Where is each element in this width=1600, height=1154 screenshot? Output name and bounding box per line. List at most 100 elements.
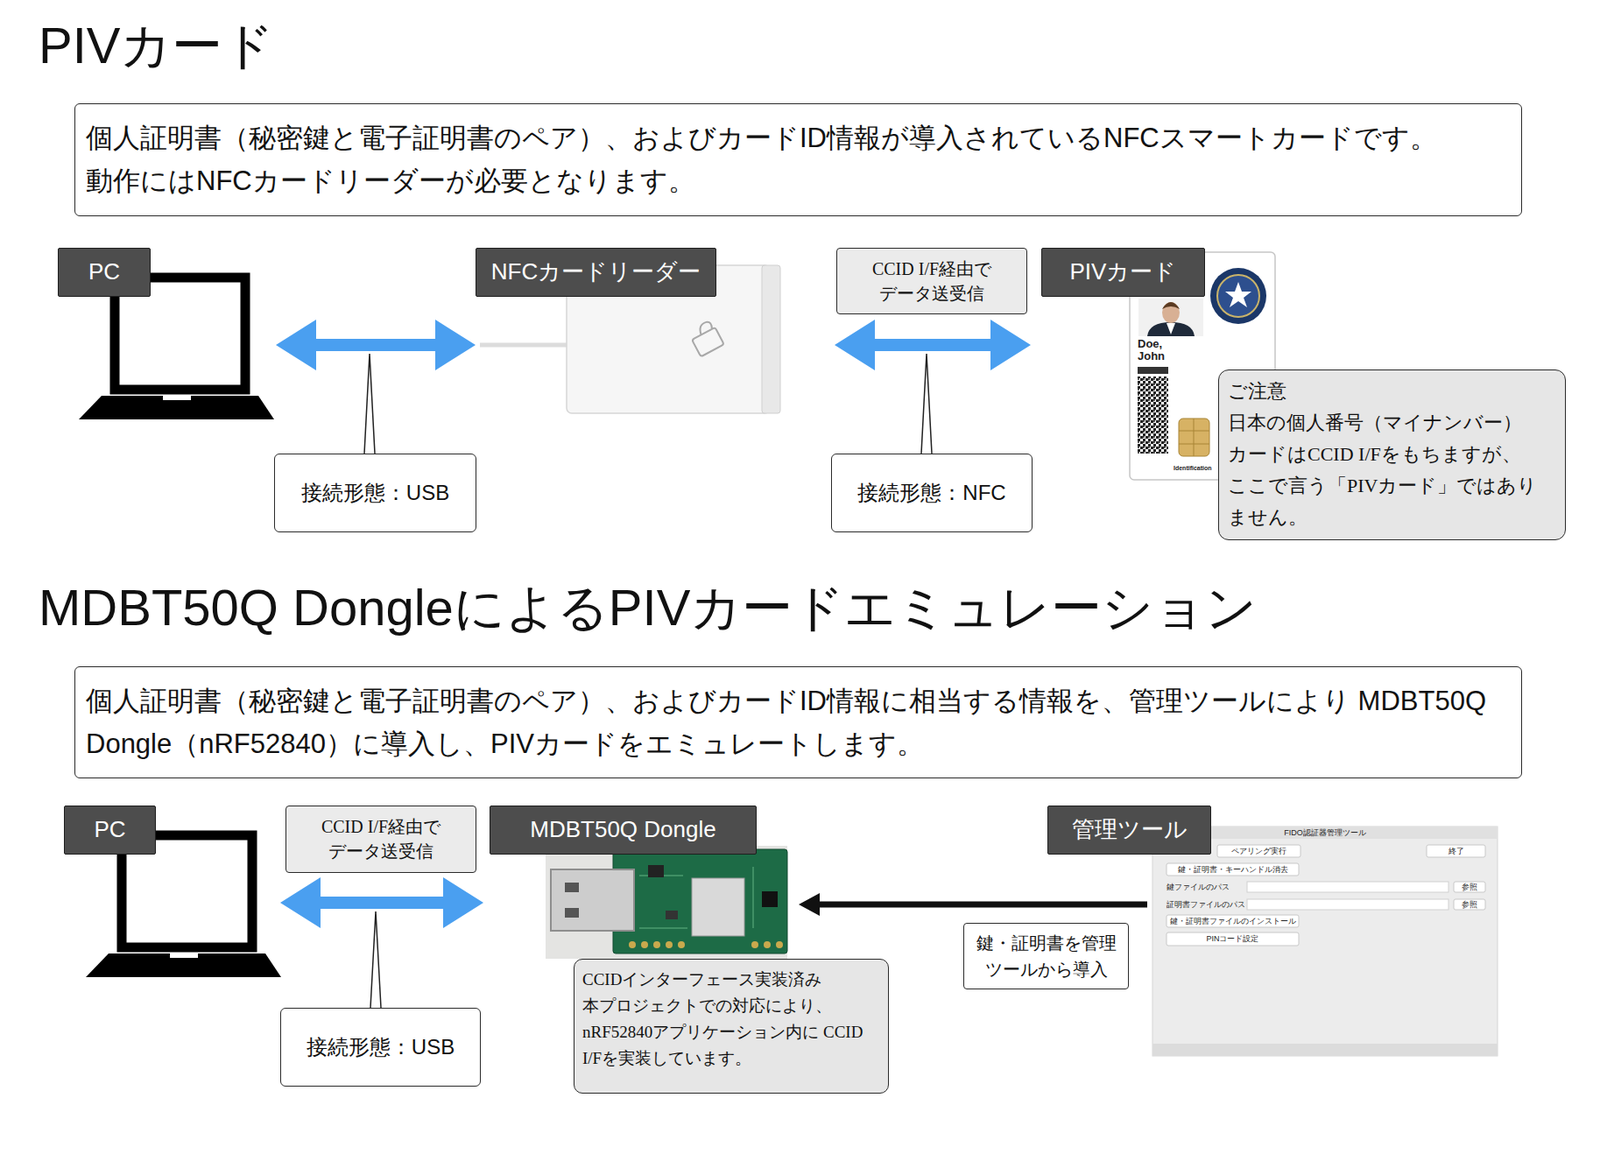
- ic-chip: [1178, 418, 1210, 457]
- window-ground: [1152, 826, 1498, 1057]
- seal-star: [1225, 281, 1252, 308]
- block-name: NFCカードリーダー: [486, 248, 705, 296]
- usb-hole: [564, 882, 579, 893]
- usb-hole: [564, 908, 579, 918]
- window-button: [1166, 932, 1299, 946]
- button-caption: ペアリング実行: [1217, 845, 1301, 858]
- note-box: CCID I/F経由で データ送受信: [285, 805, 477, 874]
- photo-hair: [1162, 302, 1180, 310]
- qr-code: [1137, 376, 1169, 454]
- button-caption-slot: 参照: [1453, 899, 1486, 910]
- block-name: 管理ツール: [1058, 806, 1200, 853]
- button-caption-slot: 終了: [1426, 845, 1486, 858]
- laptop-notch: [169, 953, 198, 959]
- box-text: CCID I/F経由で データ送受信: [291, 814, 471, 864]
- chip-line: [1193, 418, 1195, 457]
- double-arrow: [834, 319, 1031, 371]
- section-heading-slot: MDBT50Q DongleによるPIVカードエミュレーション: [38, 581, 1257, 635]
- box-text: 接続形態：NFC: [837, 479, 1027, 507]
- dongle-picture: [545, 845, 788, 959]
- pcb-button: [761, 891, 778, 908]
- block-name: PIVカード: [1052, 248, 1194, 296]
- button-caption-slot: PINコード設定: [1166, 932, 1299, 946]
- leader-line: [370, 911, 381, 1008]
- window-button: [1166, 863, 1299, 876]
- caution-box: ご注意日本の個人番号（マイナンバー） カードはCCID I/Fをもちますが、 こ…: [1218, 369, 1566, 541]
- pcb-pad: [763, 941, 771, 949]
- window-statusbar: [1152, 1043, 1498, 1057]
- nfc-hand-mark: [697, 320, 714, 335]
- nfc-card-mark: [691, 327, 725, 358]
- laptop-icon: [78, 277, 275, 420]
- field-caption: 鍵ファイルのパス: [1166, 881, 1248, 894]
- tool-screenshot: [1152, 826, 1498, 1057]
- note-box: 鍵・証明書を管理 ツールから導入: [963, 923, 1129, 990]
- photo-ground: [545, 845, 788, 959]
- connection-box: 接続形態：USB: [274, 453, 477, 533]
- name-tag: NFCカードリーダー: [475, 247, 717, 297]
- pcb-pad: [653, 941, 661, 949]
- photo-head: [1162, 302, 1180, 324]
- description-box: 個人証明書（秘密鍵と電子証明書のペア）、およびカードID情報に相当する情報を、管…: [74, 666, 1523, 779]
- block-name: PC: [75, 806, 145, 853]
- window-button: [1453, 899, 1486, 910]
- button-caption-slot: 鍵・証明書・キーハンドル消去: [1166, 863, 1299, 876]
- window-title: FIDO認証器管理ツール: [1152, 826, 1498, 839]
- leader-line: [921, 353, 932, 454]
- double-arrow: [275, 319, 476, 371]
- card-name-slot: Doe, John: [1137, 338, 1177, 362]
- radio-module: [691, 878, 745, 937]
- reader-block: NFCカードリーダー: [475, 247, 835, 415]
- note-box: CCID I/F経由で データ送受信: [836, 247, 1028, 315]
- name-tag: 管理ツール: [1047, 805, 1212, 855]
- pcb-pad: [751, 941, 759, 949]
- box-heading: ご注意: [1227, 375, 1557, 408]
- pcb-pad: [677, 941, 685, 949]
- card-caption-slot: Identification: [1173, 465, 1213, 472]
- card-caption: Identification: [1173, 465, 1213, 472]
- reader-slot: [761, 265, 781, 414]
- button-caption: 鍵・証明書ファイルのインストール: [1166, 915, 1299, 928]
- connection-box: 接続形態：NFC: [831, 453, 1033, 533]
- description-box: 個人証明書（秘密鍵と電子証明書のペア）、およびカードID情報が導入されているNF…: [74, 103, 1523, 217]
- box-text: 日本の個人番号（マイナンバー） カードはCCID I/Fをもちますが、 ここで言…: [1227, 407, 1557, 534]
- box-text: 接続形態：USB: [286, 1034, 475, 1061]
- pc-block: PC: [63, 805, 281, 977]
- pcb-pad: [641, 941, 649, 949]
- text-field: [1247, 899, 1449, 910]
- button-caption-slot: 参照: [1453, 881, 1486, 893]
- window-button: [1166, 915, 1299, 928]
- button-caption: 鍵・証明書・キーハンドル消去: [1166, 863, 1299, 876]
- box-text: 鍵・証明書を管理 ツールから導入: [969, 930, 1123, 983]
- block-name: MDBT50Q Dongle: [500, 806, 746, 853]
- pcb-pad: [775, 941, 783, 949]
- pcb-board: [613, 849, 788, 954]
- tool-block: 管理ツール: [1147, 805, 1498, 1057]
- pc-block: PC: [57, 247, 276, 421]
- box-text: 接続形態：USB: [280, 479, 471, 507]
- name-tag: MDBT50Q Dongle: [489, 805, 757, 855]
- button-caption-slot: ペアリング実行: [1217, 845, 1301, 858]
- laptop-base: [78, 395, 275, 420]
- laptop-base: [85, 953, 282, 978]
- field-caption-slot: 鍵ファイルのパス: [1166, 881, 1248, 894]
- section-heading: PIVカード: [38, 19, 275, 73]
- usb-plug: [550, 869, 635, 931]
- photo-suit: [1147, 322, 1195, 337]
- text-field: [1247, 881, 1449, 893]
- box-text: 個人証明書（秘密鍵と電子証明書のペア）、およびカードID情報に相当する情報を、管…: [85, 679, 1511, 766]
- field-caption: 証明書ファイルのパス: [1166, 898, 1248, 911]
- arrow: [798, 893, 1148, 917]
- dongle-block: MDBT50Q Dongle: [483, 805, 799, 959]
- laptop-notch: [162, 395, 191, 401]
- name-tag: PC: [57, 247, 151, 297]
- window-button: [1217, 845, 1301, 858]
- pcb-pad: [628, 941, 636, 949]
- name-tag: PIVカード: [1041, 247, 1206, 297]
- name-tag: PC: [63, 805, 156, 855]
- section-heading: MDBT50Q DongleによるPIVカードエミュレーション: [38, 581, 1257, 635]
- box-text: 個人証明書（秘密鍵と電子証明書のペア）、およびカードID情報が導入されているNF…: [85, 116, 1511, 203]
- button-caption: 参照: [1453, 881, 1486, 893]
- button-caption: 参照: [1453, 899, 1486, 910]
- window-title-slot: FIDO認証器管理ツール: [1152, 826, 1498, 839]
